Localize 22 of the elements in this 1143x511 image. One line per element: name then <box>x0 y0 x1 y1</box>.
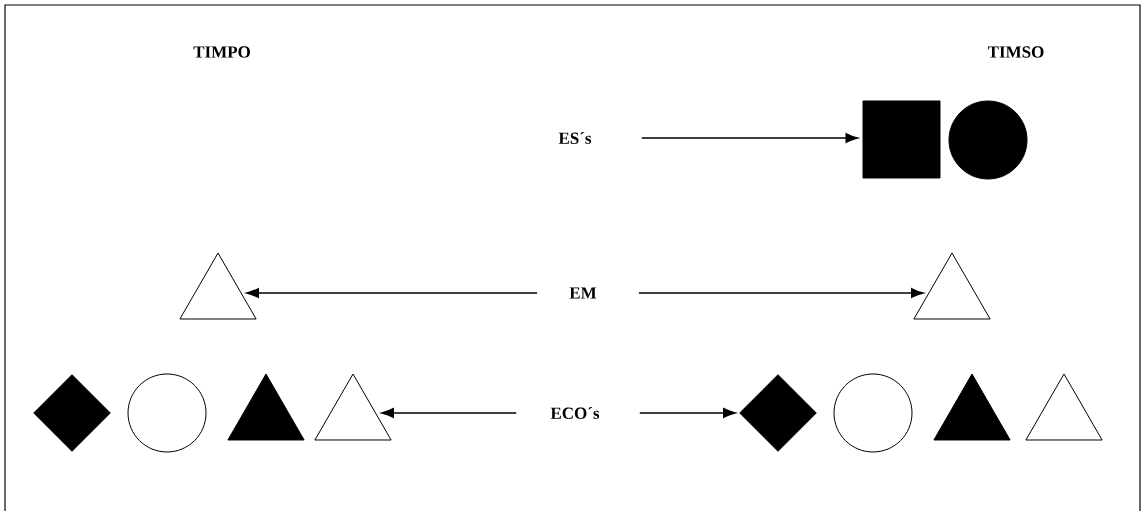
text-label: EM <box>569 287 597 299</box>
arrow <box>641 133 859 143</box>
text-label: ECO´s <box>550 407 600 419</box>
outline-triangle <box>314 373 392 441</box>
filled-square <box>862 100 941 179</box>
filled-circle <box>948 100 1028 180</box>
arrow <box>638 288 924 298</box>
filled-diamond <box>33 374 111 452</box>
outline-triangle <box>913 252 991 320</box>
column-heading: TIMPO <box>193 46 250 58</box>
filled-triangle <box>933 373 1011 441</box>
outline-circle <box>127 373 207 453</box>
filled-diamond <box>739 374 817 452</box>
outline-triangle <box>1025 373 1103 441</box>
column-heading: TIMSO <box>987 46 1044 58</box>
arrow <box>246 288 538 298</box>
outline-circle <box>833 373 913 453</box>
text-label: ES´s <box>558 132 592 144</box>
arrow <box>381 408 517 418</box>
arrow <box>639 408 736 418</box>
outline-triangle <box>179 252 257 320</box>
filled-triangle <box>227 373 305 441</box>
